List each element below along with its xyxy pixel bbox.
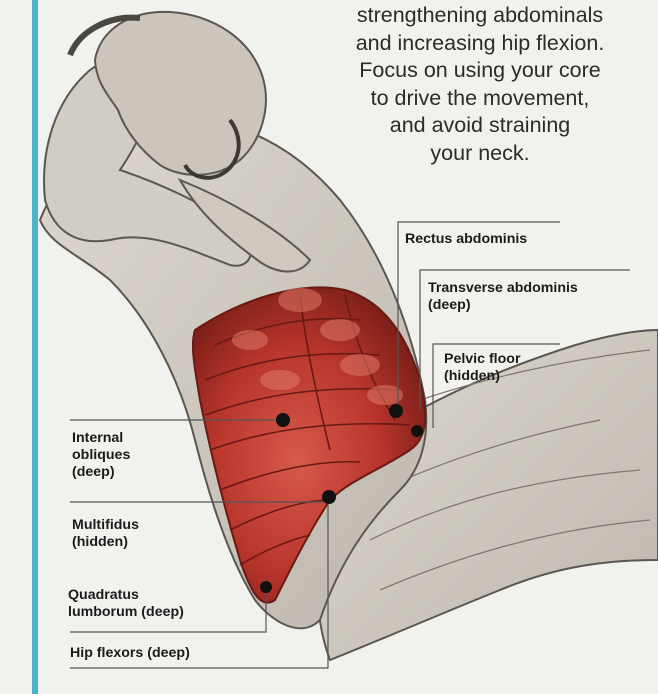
intro-line: Focus on using your core [300,57,658,85]
label-quadratus-lumborum: Quadratus lumborum (deep) [68,587,184,621]
intro-line: and increasing hip flexion. [300,30,658,58]
pin-hip-flexors [322,490,336,504]
pin-rectus-abdominis [389,404,403,418]
label-rectus-abdominis: Rectus abdominis [405,231,527,248]
label-multifidus: Multifidus (hidden) [72,517,139,551]
pin-internal-obliques [276,413,290,427]
label-internal-obliques: Internal obliques (deep) [72,430,130,481]
label-transverse-abdominis: Transverse abdominis (deep) [428,280,578,314]
intro-text: strengthening abdominals and increasing … [300,2,658,167]
label-pelvic-floor: Pelvic floor (hidden) [444,351,520,385]
intro-line: strengthening abdominals [300,2,658,30]
intro-line: and avoid straining [300,112,658,140]
intro-line: to drive the movement, [300,85,658,113]
pin-quadratus-lumborum [260,581,272,593]
label-hip-flexors: Hip flexors (deep) [70,645,190,662]
intro-line: your neck. [300,140,658,168]
pin-transverse-abdominis [411,425,423,437]
